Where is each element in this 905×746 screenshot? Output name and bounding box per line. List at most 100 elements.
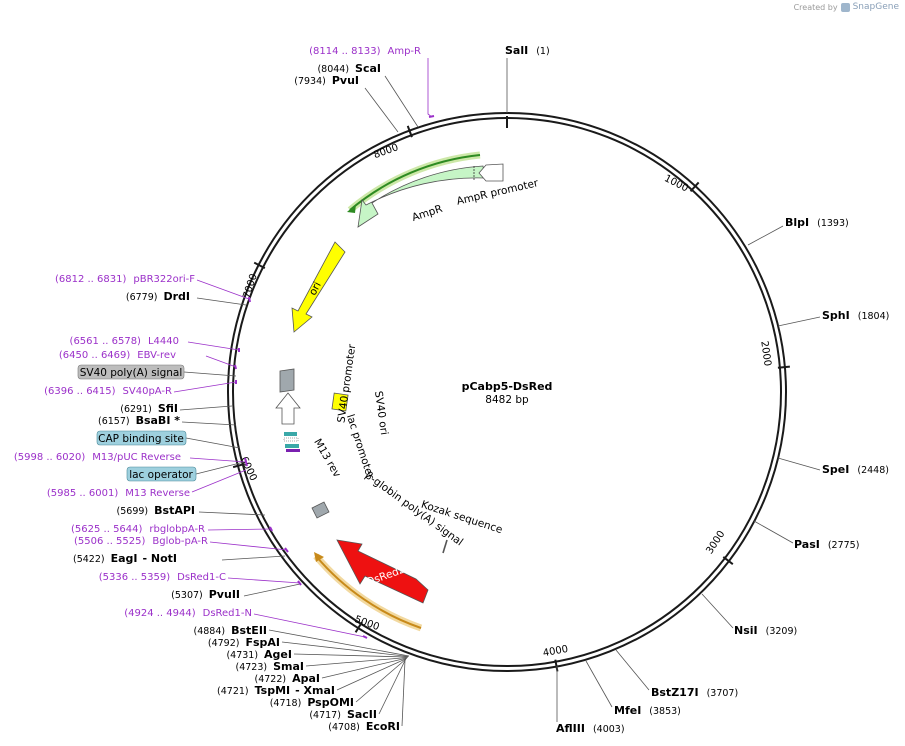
site-line (401, 659, 406, 727)
bglobin-polya-block (311, 501, 330, 519)
primer-position: (6450 .. 6469) (59, 350, 131, 361)
site-position: (5307) (171, 590, 203, 601)
tick-mark (689, 181, 700, 192)
tick-label: 2000 (758, 340, 772, 367)
primer-name: SV40pA-R (123, 386, 172, 397)
site-name: PspOMI (307, 696, 354, 709)
ampr-label: AmpR (410, 203, 444, 224)
site-connector-lines (173, 58, 821, 727)
primer-line (173, 381, 237, 393)
primer-label: (4924 .. 4944)DsRed1-N (124, 608, 252, 619)
site-position: (6157) (98, 416, 130, 427)
primer-label: (5625 .. 5644)rbglobpA-R (71, 524, 205, 535)
site-label: (4792)FspAI (208, 636, 280, 649)
site-label: (5422)EagI- NotI (73, 552, 177, 565)
site-label: BstZ17I(3707) (651, 686, 738, 699)
sv40-promoter-label: SV40 promoter (335, 343, 358, 424)
amp-primer-arrowhead (347, 204, 356, 213)
site-name: AflIII (556, 722, 585, 735)
site-name: PvuII (209, 588, 240, 601)
m13-rev-label: M13 rev (311, 437, 343, 480)
tick-mark (777, 365, 790, 369)
site-position: (1804) (858, 311, 890, 322)
site-name: TspMI (255, 684, 291, 697)
site-label: SalI(1) (505, 44, 550, 57)
site-name: BstZ17I (651, 686, 699, 699)
site-name: SfiI (158, 402, 178, 415)
primer-position: (8114 .. 8133) (309, 46, 381, 57)
site-label: MfeI(3853) (614, 704, 681, 717)
site-position: (3853) (649, 706, 681, 717)
site-label: (4718) PspOMI (270, 696, 354, 709)
site-label: (5699)BstAPI (117, 504, 195, 517)
site-label: (8044)ScaI (317, 62, 381, 75)
site-label: (4731)AgeI (226, 648, 292, 661)
site-name: PvuI (332, 74, 359, 87)
primer-line (207, 528, 272, 531)
primer-name: L4440 (148, 336, 179, 347)
cap-site-box (96, 430, 187, 446)
site-position: (3209) (766, 626, 798, 637)
site-position: (4884) (194, 626, 226, 637)
primer-label: (6561 .. 6578)L4440 (70, 336, 179, 347)
site-line (585, 660, 613, 708)
site-name: EagI (111, 552, 138, 565)
primer-line (227, 577, 301, 584)
tick-label: 4000 (542, 644, 569, 659)
site-line (243, 583, 301, 597)
site-position: (1) (536, 46, 549, 57)
site-name: SpeI (822, 463, 849, 476)
site-position: (7934) (294, 76, 326, 87)
site-name: BlpI (785, 216, 809, 229)
site-position: (4723) (236, 662, 268, 673)
site-label: PasI (2775) (794, 538, 859, 551)
primer-line (196, 279, 250, 300)
site-name: PasI (794, 538, 820, 551)
site-name: ApaI (292, 672, 320, 685)
site-name: AgeI (264, 648, 292, 661)
cap-binding-block (285, 444, 299, 448)
site-label: (4722) ApaI (255, 672, 321, 685)
tick-mark (354, 621, 363, 633)
primer-name: M13/pUC Reverse (92, 452, 181, 463)
box-line (195, 461, 245, 475)
site-name: FspAI (245, 636, 280, 649)
site-line (196, 297, 247, 306)
lac-operator-label: lac operator (129, 469, 193, 481)
site-label: (4723)SmaI (236, 660, 305, 673)
site-label: (5307) PvuII (171, 588, 240, 601)
site-label: (4884)BstEII (194, 624, 267, 637)
site-position: (4003) (593, 724, 625, 735)
primer-name: M13 Reverse (125, 488, 190, 499)
site-line (181, 421, 237, 426)
site-position: (2775) (828, 540, 860, 551)
primer-position: (5336 .. 5359) (99, 572, 171, 583)
primer-name: Amp-R (388, 46, 422, 57)
site-name: DrdI (163, 290, 190, 303)
site-label: (6291)SfiI (120, 402, 178, 415)
site-label: (7934) PvuI (294, 74, 359, 87)
primer-label: (5336 .. 5359)DsRed1-C (99, 572, 226, 583)
m13-rev-block (286, 449, 300, 452)
primer-name: pBR322ori-F (133, 274, 195, 285)
primer-label: (5985 .. 6001)M13 Reverse (47, 488, 190, 499)
site-position: (4718) (270, 698, 302, 709)
ori-label: ori (307, 280, 324, 298)
tick-mark (232, 463, 245, 469)
site-position: (4722) (255, 674, 287, 685)
primer-name: Bglob-pA-R (152, 536, 208, 547)
tick-label: 7000 (241, 272, 259, 300)
site-line (281, 641, 409, 657)
site-label: SphI(1804) (822, 309, 889, 322)
kozak-marker (442, 539, 448, 554)
snapgene-logo-icon (840, 2, 850, 12)
primer-name: EBV-rev (137, 350, 176, 361)
plasmid-size: 8482 bp (485, 394, 529, 406)
plasmid-name: pCabp5-DsRed (462, 380, 553, 393)
box-line (185, 437, 241, 449)
site-extra: - XmaI (295, 684, 335, 697)
site-position: (1393) (817, 218, 849, 229)
site-line (777, 457, 821, 471)
primer-label: (5998 .. 6020) M13/pUC Reverse (14, 452, 181, 463)
primer-position: (5998 .. 6020) (14, 452, 86, 463)
